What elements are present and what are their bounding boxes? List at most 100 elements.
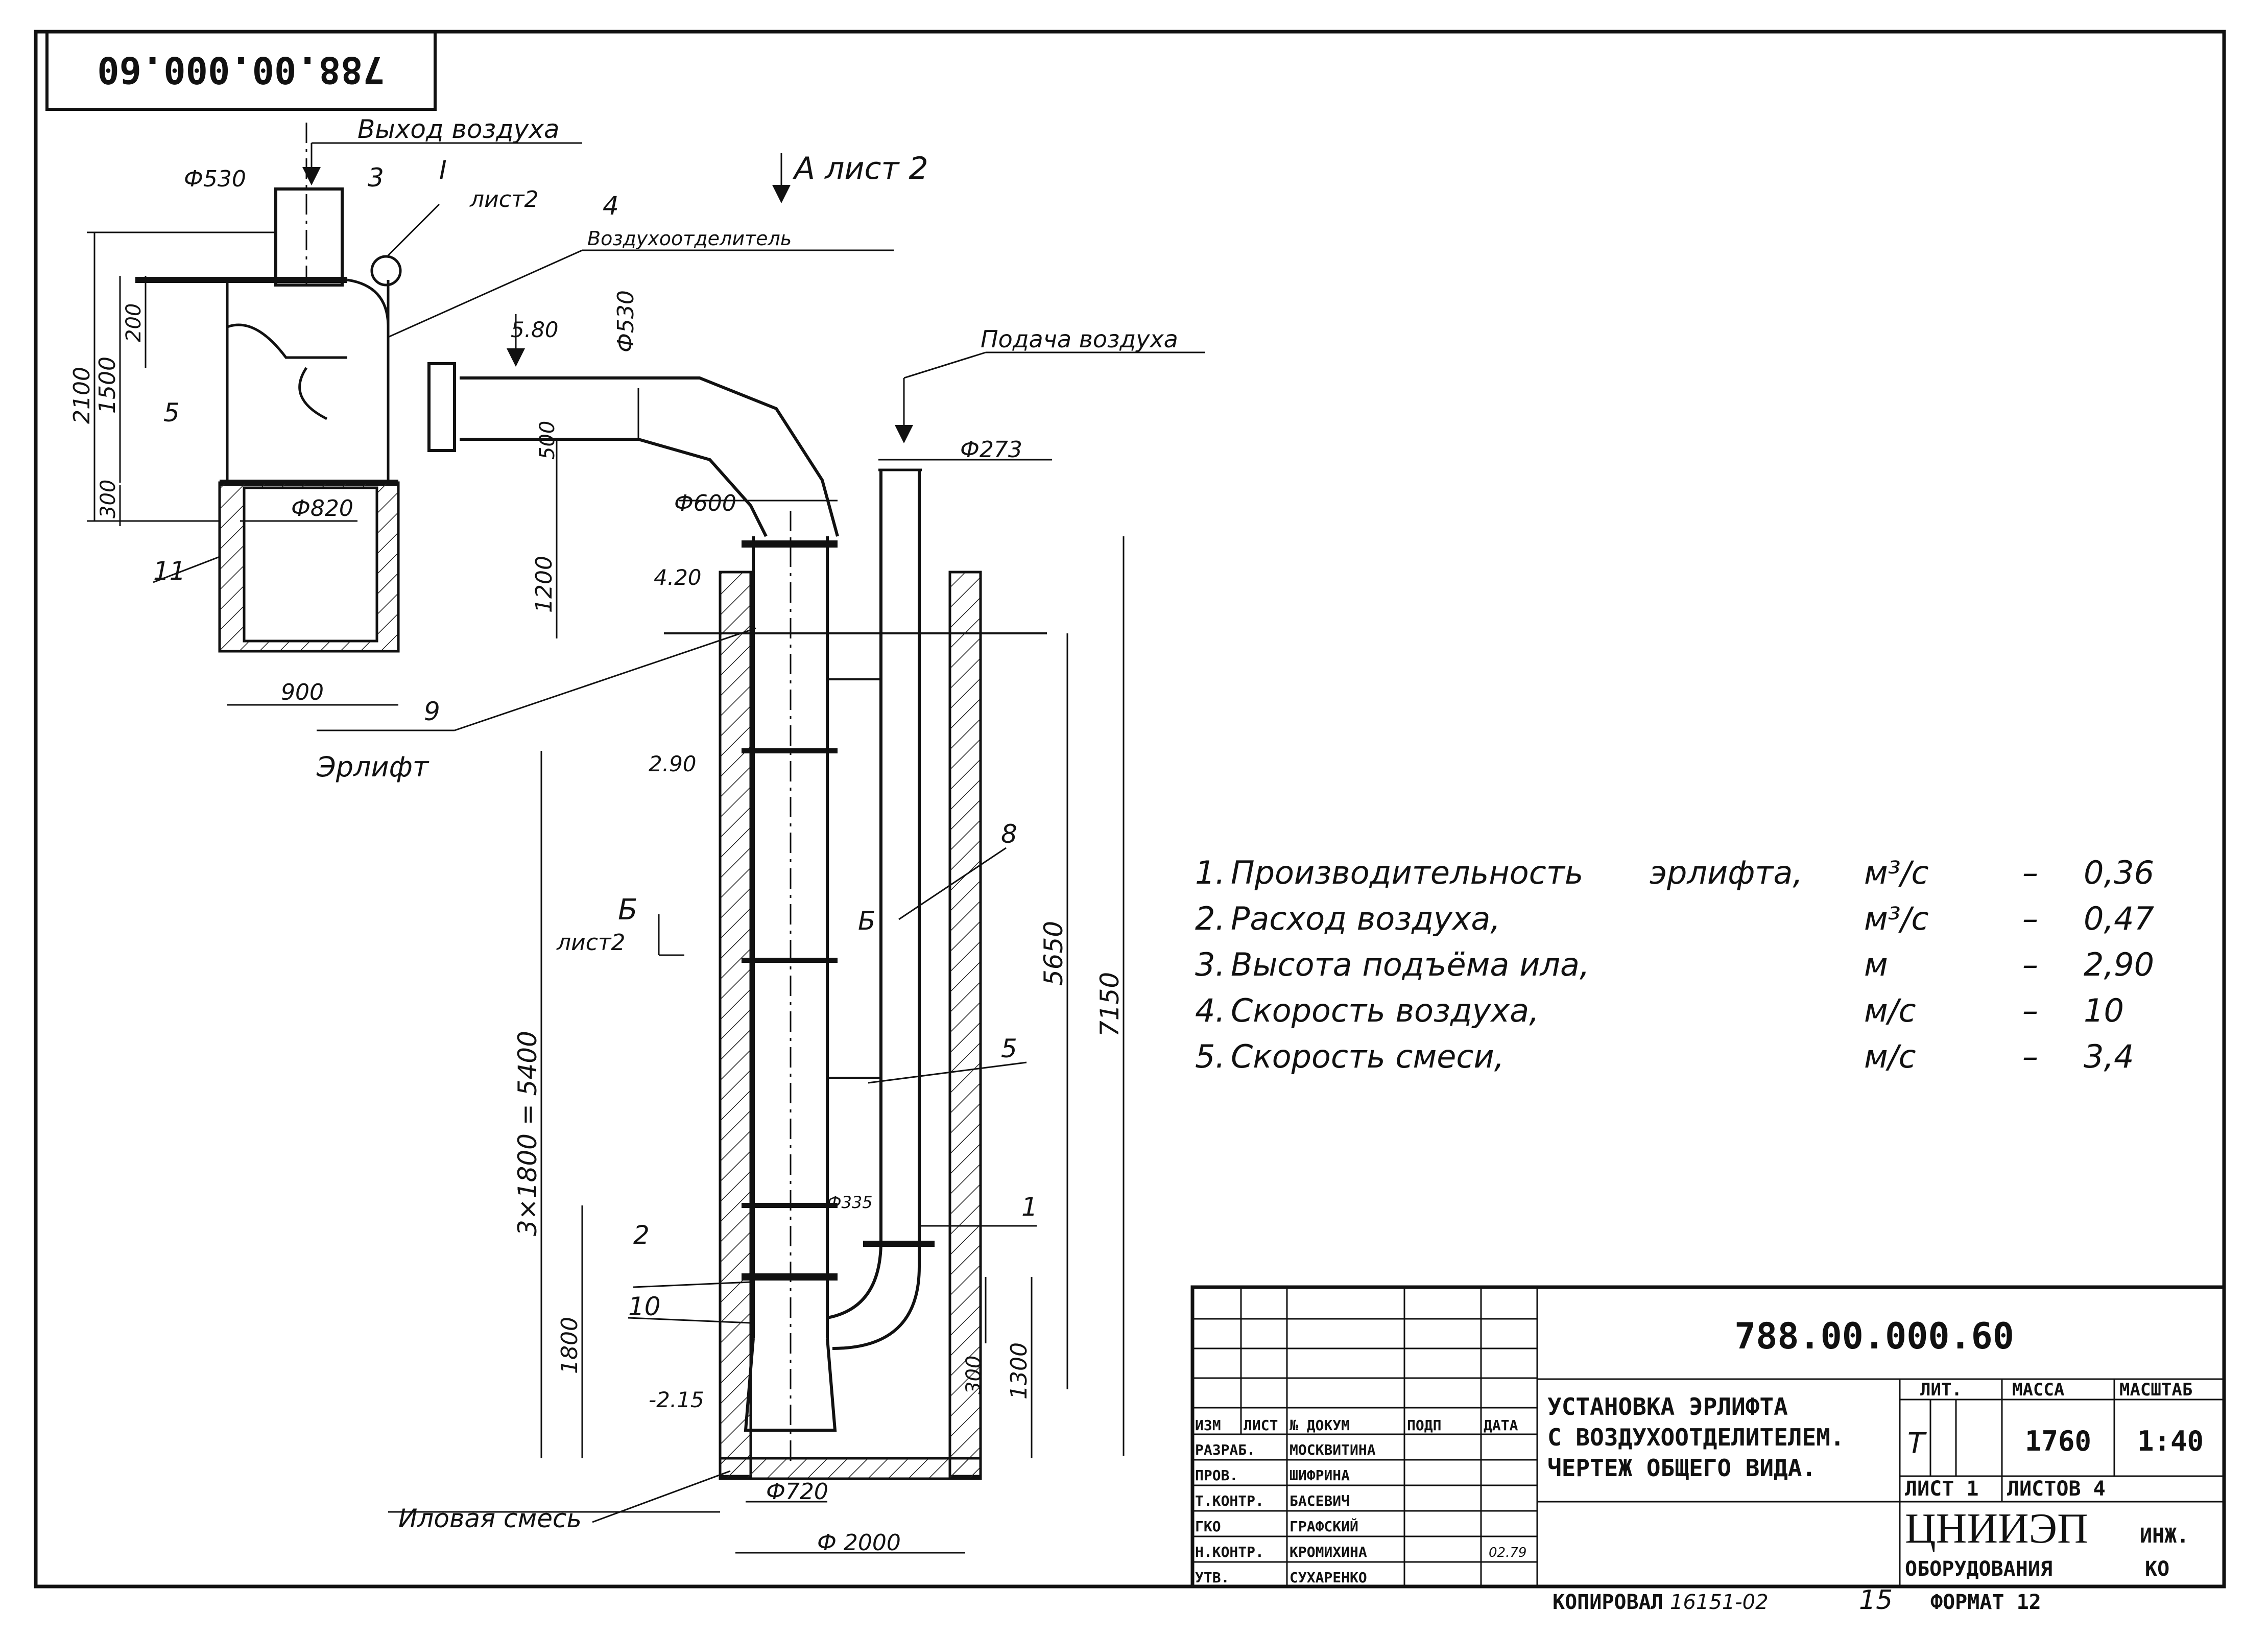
role-tkontr: Т.КОНТР. bbox=[1195, 1492, 1264, 1509]
copied-number: 16151-02 bbox=[1670, 1591, 1769, 1614]
level-580: 5.80 bbox=[511, 317, 559, 342]
label-view-b-sheet: лист2 bbox=[556, 930, 626, 956]
stamp-box bbox=[45, 30, 437, 111]
level-420: 4.20 bbox=[654, 565, 702, 590]
org-name-2: ИНЖ. bbox=[2140, 1524, 2189, 1548]
svg-text:м³/с: м³/с bbox=[1864, 854, 1929, 891]
name-gko: ГРАФСКИЙ bbox=[1290, 1518, 1358, 1535]
dim-d530-top: Ф530 bbox=[184, 166, 246, 192]
role-gko: ГКО bbox=[1195, 1518, 1221, 1535]
dim-h5400: 3×1800 = 5400 bbox=[513, 1031, 542, 1236]
spec-row: 4. Скорость воздуха, м/с – 10 bbox=[1195, 992, 2124, 1029]
name-utv: СУХАРЕНКО bbox=[1290, 1569, 1367, 1586]
head-doc: № ДОКУМ bbox=[1290, 1417, 1350, 1434]
svg-text:5.: 5. bbox=[1195, 1038, 1225, 1075]
sheet-number: ЛИСТ 1 bbox=[1905, 1477, 1979, 1501]
svg-text:0,47: 0,47 bbox=[2084, 900, 2154, 937]
label-air-in: Подача воздуха bbox=[981, 325, 1178, 353]
dim-h300: 300 bbox=[97, 480, 120, 518]
title-line-1: УСТАНОВКА ЭРЛИФТА bbox=[1547, 1393, 1788, 1420]
mass-label: МАССА bbox=[2012, 1380, 2064, 1400]
dim-h5650: 5650 bbox=[1039, 921, 1068, 986]
name-nkontr: КРОМИХИНА bbox=[1290, 1544, 1367, 1560]
specs-list: 1. Производительность эрлифта, м³/с – 0,… bbox=[1195, 854, 2154, 1075]
spec-row: 3. Высота подъёма ила, м – 2,90 bbox=[1195, 946, 2154, 983]
svg-text:эрлифта,: эрлифта, bbox=[1650, 854, 1803, 891]
svg-text:3.: 3. bbox=[1195, 946, 1225, 983]
label-view-a: А лист 2 bbox=[792, 151, 928, 186]
svg-text:м/с: м/с bbox=[1864, 1038, 1916, 1075]
dim-h1500: 1500 bbox=[94, 357, 121, 414]
spec-row: 5. Скорость смеси, м/с – 3,4 bbox=[1195, 1038, 2134, 1075]
svg-text:2,90: 2,90 bbox=[2084, 946, 2154, 983]
level-290: 2.90 bbox=[649, 751, 697, 776]
svg-text:м: м bbox=[1864, 946, 1888, 983]
name-tkontr: БАСЕВИЧ bbox=[1290, 1492, 1350, 1509]
head-date: ДАТА bbox=[1484, 1417, 1518, 1434]
svg-text:–: – bbox=[2022, 992, 2038, 1029]
labels: Выход воздуха Воздухоотделитель Подача в… bbox=[69, 114, 1178, 1556]
leader-lines bbox=[153, 142, 1205, 1523]
head-izm: ИЗМ bbox=[1195, 1417, 1221, 1434]
svg-text:1.: 1. bbox=[1195, 854, 1225, 891]
label-view-b2: Б bbox=[858, 906, 875, 936]
role-nkontr: Н.КОНТР. bbox=[1195, 1544, 1264, 1560]
role-prov: ПРОВ. bbox=[1195, 1467, 1238, 1484]
dim-h300b: 300 bbox=[962, 1356, 986, 1394]
format-label: ФОРМАТ 12 bbox=[1930, 1591, 2041, 1614]
level-215: -2.15 bbox=[649, 1387, 704, 1412]
copied-label: КОПИРОВАЛ bbox=[1553, 1591, 1663, 1614]
air-supply-pipe bbox=[827, 468, 935, 1350]
svg-text:2.: 2. bbox=[1195, 900, 1225, 937]
air-separator-assembly bbox=[135, 123, 402, 653]
svg-text:4.: 4. bbox=[1195, 992, 1225, 1029]
svg-text:–: – bbox=[2022, 946, 2038, 983]
title-line-3: ЧЕРТЕЖ ОБЩЕГО ВИДА. bbox=[1547, 1454, 1816, 1482]
pos-4: 4 bbox=[603, 191, 619, 221]
lit-value: Т bbox=[1907, 1427, 1927, 1460]
sign-date: 02.79 bbox=[1489, 1545, 1526, 1560]
label-view-b: Б bbox=[618, 893, 637, 927]
stamp-top: 788.00.000.60 bbox=[97, 49, 385, 91]
dim-h500: 500 bbox=[536, 421, 559, 460]
svg-text:10: 10 bbox=[2084, 992, 2124, 1029]
svg-text:3,4: 3,4 bbox=[2084, 1038, 2134, 1075]
pos-1: 1 bbox=[1021, 1192, 1038, 1222]
role-razrab: РАЗРАБ. bbox=[1195, 1441, 1255, 1458]
svg-text:Расход воздуха,: Расход воздуха, bbox=[1231, 900, 1500, 937]
dim-d600: Ф600 bbox=[674, 490, 736, 516]
dim-h2100: 2100 bbox=[69, 367, 95, 424]
label-sludge: Иловая смесь bbox=[398, 1504, 582, 1533]
pos-3: 3 bbox=[368, 163, 384, 193]
pos-2: 2 bbox=[633, 1220, 650, 1250]
page-number: 15 bbox=[1859, 1585, 1893, 1616]
footer: КОПИРОВАЛ 16151-02 15 ФОРМАТ 12 bbox=[1553, 1585, 2041, 1616]
scale-value: 1:40 bbox=[2137, 1425, 2204, 1457]
dim-d335: Ф335 bbox=[827, 1193, 873, 1212]
dim-h7150: 7150 bbox=[1095, 972, 1125, 1037]
pos-5b: 5 bbox=[1001, 1034, 1017, 1063]
dim-d2000: Ф 2000 bbox=[817, 1530, 901, 1556]
svg-text:м³/с: м³/с bbox=[1864, 900, 1929, 937]
role-utv: УТВ. bbox=[1195, 1569, 1229, 1586]
svg-text:Высота подъёма ила,: Высота подъёма ила, bbox=[1231, 946, 1590, 983]
lit-label: ЛИТ. bbox=[1920, 1380, 1962, 1400]
dim-h200: 200 bbox=[122, 303, 146, 342]
org-name-3: ОБОРУДОВАНИЯ bbox=[1905, 1557, 2052, 1581]
label-erlift: Эрлифт bbox=[316, 751, 429, 783]
doc-number: 788.00.000.60 bbox=[1734, 1315, 2014, 1357]
title-block: 788.00.000.60 УСТАНОВКА ЭРЛИФТА С ВОЗДУХ… bbox=[1190, 1285, 2226, 1589]
label-air-separator: Воздухоотделитель bbox=[587, 227, 792, 250]
spec-row: 1. Производительность эрлифта, м³/с – 0,… bbox=[1195, 854, 2154, 891]
head-list: ЛИСТ bbox=[1244, 1417, 1278, 1434]
spec-row: 2. Расход воздуха, м³/с – 0,47 bbox=[1195, 900, 2154, 937]
pos-11: 11 bbox=[153, 556, 186, 586]
sheets-total: ЛИСТОВ 4 bbox=[2007, 1477, 2106, 1501]
head-sign: ПОДП bbox=[1407, 1417, 1441, 1434]
sheet-frame bbox=[34, 30, 2226, 1589]
erlift-riser-pipe bbox=[742, 511, 838, 1461]
name-prov: ШИФРИНА bbox=[1290, 1467, 1350, 1484]
mass-value: 1760 bbox=[2025, 1425, 2091, 1457]
dim-d820: Ф820 bbox=[291, 495, 353, 522]
